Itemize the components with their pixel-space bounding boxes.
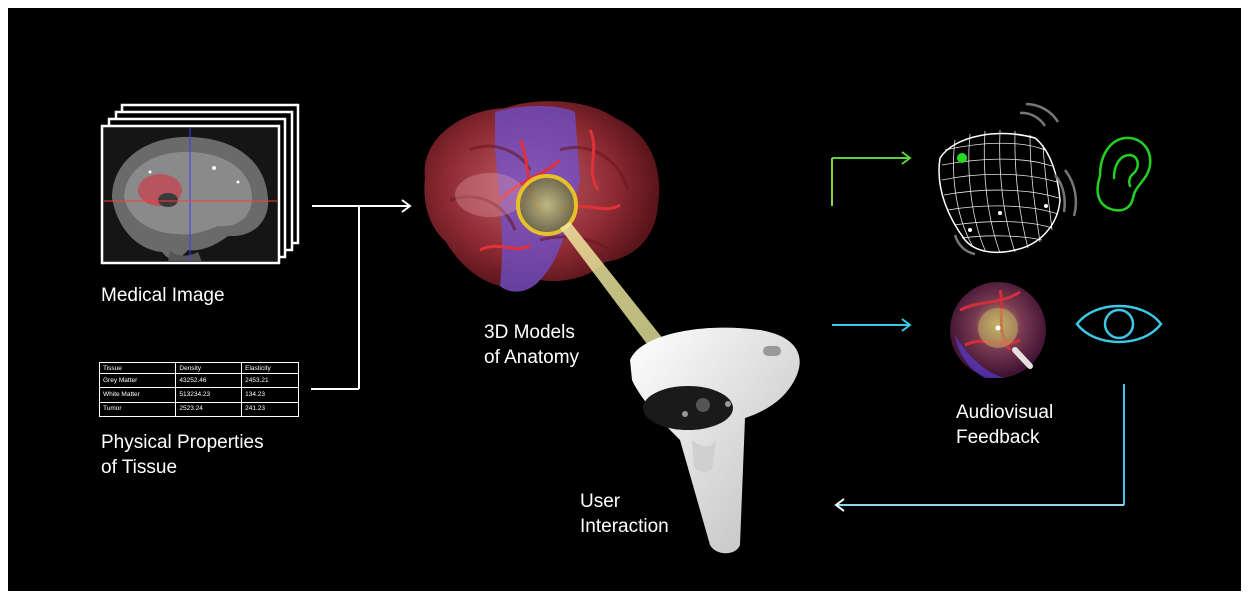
models-label-line1: 3D Models [484, 320, 575, 345]
table-row: Grey Matter 43252.46 2453.21 [100, 374, 299, 388]
interaction-label-line1: User [580, 489, 620, 514]
table-cell: 134.23 [242, 388, 299, 402]
feedback-label-line2: Feedback [956, 425, 1039, 450]
table-cell: Tumor [100, 402, 176, 416]
table-header-row: Tissue Density Elasticity [100, 363, 299, 374]
table-header-cell: Tissue [100, 363, 176, 374]
table-cell: 513234.23 [176, 388, 242, 402]
table-header-cell: Density [176, 363, 242, 374]
medical-image-label: Medical Image [101, 283, 225, 308]
visual-feedback-sphere-icon [950, 282, 1046, 378]
feedback-label-line1: Audiovisual [956, 400, 1053, 425]
table-cell: 241.23 [242, 402, 299, 416]
mri-scan-stack-icon [102, 105, 298, 263]
physical-properties-label-line1: Physical Properties [101, 430, 264, 455]
tissue-properties-table: Tissue Density Elasticity Grey Matter 43… [99, 362, 299, 417]
physical-properties-label-line2: of Tissue [101, 455, 177, 480]
table-cell: 2523.24 [176, 402, 242, 416]
table-cell: 2453.21 [242, 374, 299, 388]
models-label-line2: of Anatomy [484, 345, 579, 370]
table-header-cell: Elasticity [242, 363, 299, 374]
interaction-label-line2: Interaction [580, 514, 669, 539]
table-row: White Matter 513234.23 134.23 [100, 388, 299, 402]
table-cell: White Matter [100, 388, 176, 402]
table-cell: 43252.46 [176, 374, 242, 388]
table-row: Tumor 2523.24 241.23 [100, 402, 299, 416]
table-cell: Grey Matter [100, 374, 176, 388]
